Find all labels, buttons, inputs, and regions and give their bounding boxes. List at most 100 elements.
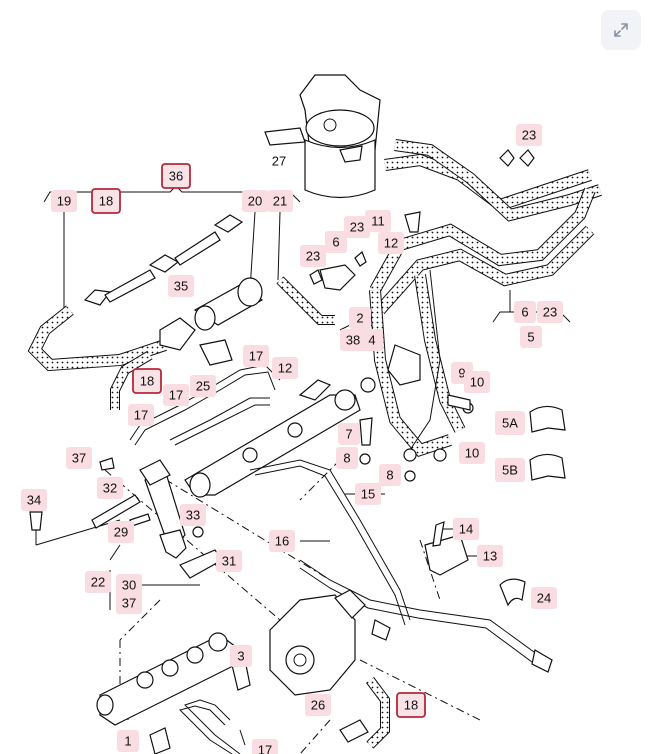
callout-box [514,301,536,323]
callout-box [325,231,347,253]
callout-c8a: 8 [336,447,358,469]
callout-c32: 32 [97,477,123,499]
callout-label: 23 [522,128,536,143]
callout-c14: 14 [453,518,479,540]
callout-c19: 19 [51,190,77,212]
callout-box [108,521,134,543]
callout-label: 26 [311,698,325,713]
callout-label: 29 [114,525,128,540]
callout-c12a: 12 [378,232,404,254]
callout-label: 5B [502,463,518,478]
injector [91,459,187,559]
hoses-upper [369,139,602,460]
callout-c25: 25 [190,375,216,397]
callout-c38: 38 [340,329,366,351]
callout-box [272,357,298,379]
callout-c34: 34 [21,489,47,511]
leak-off-pipes [83,214,244,306]
callout-c37a: 37 [66,447,92,469]
callout-c5b: 5B [495,458,525,482]
callout-label: 24 [537,591,551,606]
callout-box [464,371,490,393]
callout-c17d: 17 [252,739,278,754]
callout-box [361,329,383,351]
callout-label: 4 [368,333,375,348]
callout-label: 17 [258,743,272,754]
callout-c10b: 10 [459,442,485,464]
callout-label: 14 [459,522,473,537]
callout-label: 1 [124,734,131,749]
callout-label: 17 [134,408,148,423]
callout-label: 11 [371,214,385,229]
callout-label: 12 [278,361,292,376]
callout-box [365,210,391,232]
callout-box [243,345,269,367]
callout-box [537,301,563,323]
callout-box [161,163,191,189]
callout-label: 12 [384,236,398,251]
callout-c27: 27 [272,154,286,169]
expand-arrows-icon [614,23,628,37]
callout-label: 35 [174,279,188,294]
callout-box [338,423,360,445]
callout-c31: 31 [216,550,242,572]
small-components [29,149,566,691]
callout-box [116,574,142,596]
callout-label: 13 [483,549,497,564]
callout-box [516,124,542,146]
fuel-rail-right [184,379,361,498]
regulator-assembly [159,277,264,366]
high-pressure-pump [269,589,369,743]
callout-c23d: 23 [537,301,563,323]
callout-c35: 35 [168,275,194,297]
injector-pipes [129,364,553,754]
callout-box [252,739,278,754]
callout-c5a: 5A [495,411,525,435]
callout-box [495,411,525,435]
callout-c7: 7 [338,423,360,445]
callout-box [216,550,242,572]
callout-c20: 20 [242,190,268,212]
callout-box [495,458,525,482]
callout-c5: 5 [520,326,542,348]
callout-box [379,464,401,486]
callout-label: 23 [306,249,320,264]
callout-label: 10 [470,375,484,390]
callout-box [269,530,295,552]
callout-c11: 11 [365,210,391,232]
callout-box [21,489,47,511]
callout-box [180,504,206,526]
callout-box [396,692,426,718]
callout-label: 7 [345,427,352,442]
callout-c23c: 23 [300,245,326,267]
callout-box [128,404,154,426]
callout-label: 23 [543,305,557,320]
callout-label: 37 [72,451,86,466]
callout-label: 21 [273,194,287,209]
callout-box [355,483,381,505]
callout-box [453,518,479,540]
callout-c22: 22 [85,571,111,593]
callout-box [477,545,503,567]
callout-label: 18 [140,374,154,389]
callout-box [520,326,542,348]
callout-label: 17 [249,349,263,364]
hoses-left [27,276,390,749]
callout-label: 9 [458,366,465,381]
callout-label: 6 [332,235,339,250]
callout-c2: 2 [349,307,371,329]
callout-label: 33 [186,508,200,523]
callout-box [267,190,293,212]
callout-box [305,694,331,716]
callout-label: 10 [465,446,479,461]
callout-label: 20 [248,194,262,209]
callout-label: 36 [169,169,183,184]
callout-label: 18 [404,698,418,713]
callout-label: 8 [343,451,350,466]
expand-button[interactable] [601,10,641,50]
callout-label: 5 [527,330,534,345]
callout-label: 15 [361,487,375,502]
callout-box [168,275,194,297]
callout-c6b: 6 [514,301,536,323]
